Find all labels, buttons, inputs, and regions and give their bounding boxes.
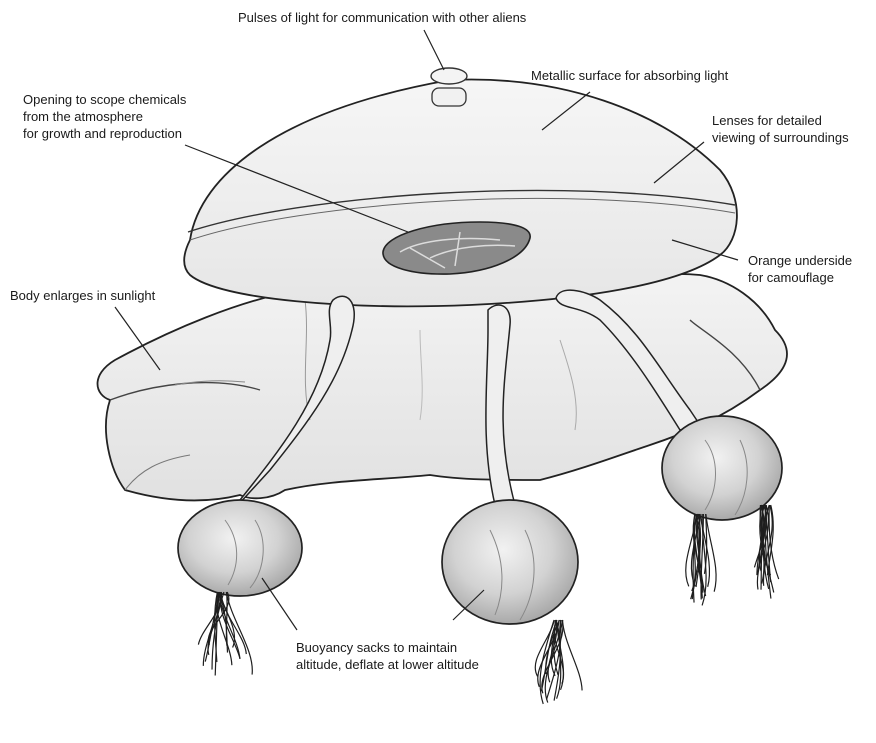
root-strand <box>535 620 554 676</box>
label-orange-line-2: for camouflage <box>748 269 852 286</box>
label-metallic-text: Metallic surface for absorbing light <box>531 67 728 84</box>
label-opening-line-2: from the atmosphere <box>23 108 186 125</box>
label-opening: Opening to scope chemicals from the atmo… <box>23 91 186 142</box>
label-buoyancy-line-1: Buoyancy sacks to maintain <box>296 639 479 656</box>
buoyancy-sack-middle <box>442 500 578 624</box>
label-orange-line-1: Orange underside <box>748 252 852 269</box>
label-metallic: Metallic surface for absorbing light <box>531 67 728 84</box>
label-buoyancy: Buoyancy sacks to maintain altitude, def… <box>296 639 479 673</box>
root-strand <box>562 620 582 690</box>
buoyancy-sack-right <box>662 416 782 520</box>
label-body: Body enlarges in sunlight <box>10 287 155 304</box>
label-pulses: Pulses of light for communication with o… <box>238 9 526 26</box>
label-pulses-text: Pulses of light for communication with o… <box>238 9 526 26</box>
label-opening-line-3: for growth and reproduction <box>23 125 186 142</box>
label-orange: Orange underside for camouflage <box>748 252 852 286</box>
light-emitter-base <box>432 88 466 106</box>
label-lenses-line-2: viewing of surroundings <box>712 129 849 146</box>
label-body-text: Body enlarges in sunlight <box>10 287 155 304</box>
light-emitter <box>431 68 467 84</box>
label-lenses-line-1: Lenses for detailed <box>712 112 849 129</box>
root-strand <box>220 592 239 658</box>
label-opening-line-1: Opening to scope chemicals <box>23 91 186 108</box>
buoyancy-sack-left <box>178 500 302 596</box>
label-buoyancy-line-2: altitude, deflate at lower altitude <box>296 656 479 673</box>
label-lenses: Lenses for detailed viewing of surroundi… <box>712 112 849 146</box>
leader-line-pulses <box>424 30 444 70</box>
root-strand <box>769 505 779 579</box>
